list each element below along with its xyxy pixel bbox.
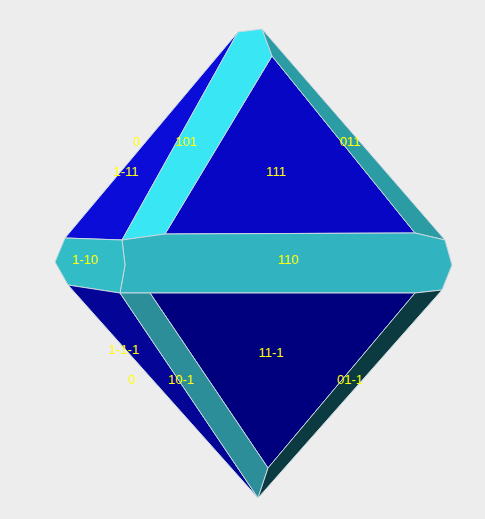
face-index-label: 10-1 [168, 373, 194, 386]
face-index-label: 1-1-1 [109, 343, 139, 356]
face-101 [122, 29, 272, 240]
face-index-label: 0 [133, 135, 140, 148]
face-index-label: 0 [128, 373, 135, 386]
face-1-10 [55, 238, 125, 293]
face-011 [262, 29, 445, 240]
face-11-1 [150, 293, 415, 468]
face-index-label: 1-10 [72, 253, 98, 266]
face-index-label: 1-11 [113, 165, 138, 178]
face-index-label: 110 [278, 253, 299, 266]
face-index-label: 101 [175, 135, 197, 148]
face-10-1 [120, 293, 268, 498]
face-index-label: 01-1 [337, 373, 363, 386]
face-index-label: 11-1 [258, 346, 283, 359]
face-index-label: 011 [340, 135, 361, 148]
face-index-label: 111 [266, 165, 286, 178]
face-01-1 [258, 290, 442, 498]
face-110 [120, 233, 452, 293]
